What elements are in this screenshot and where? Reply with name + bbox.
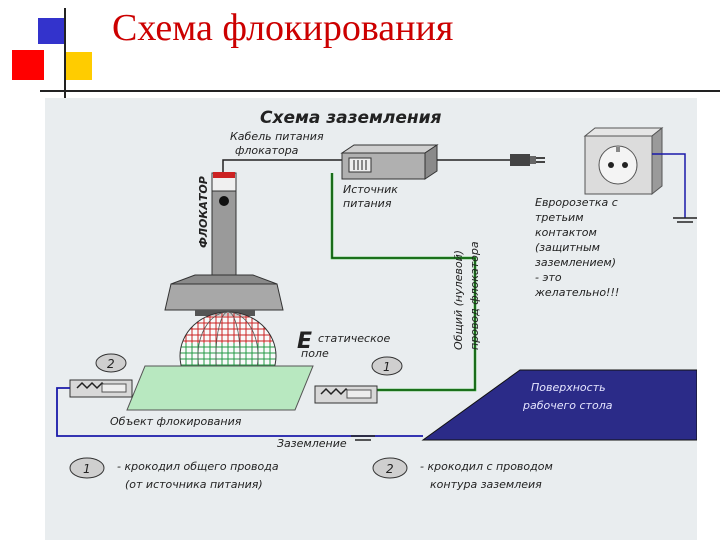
euro-socket-label-line-5: заземлением) xyxy=(535,256,616,269)
deco-vertical-line xyxy=(64,8,66,98)
flocker-device xyxy=(164,172,284,316)
surface-label-line-1: Поверхность xyxy=(531,381,606,394)
euro-socket-label-line-7: желательно!!! xyxy=(534,286,619,299)
euro-socket-label-line-6: - это xyxy=(535,271,562,284)
socket-ground-symbol xyxy=(673,217,697,223)
euro-socket-label-line-2: третьим xyxy=(535,211,584,224)
clip-1-number: 1 xyxy=(383,360,391,374)
socket-ground-wire xyxy=(652,153,686,218)
plug-icon xyxy=(510,154,545,166)
grounding-diagram: Схема заземления Кабель питания флокатор… xyxy=(56,108,697,491)
slide-title: Схема флокирования xyxy=(112,7,454,49)
clip-2-number: 2 xyxy=(107,357,115,371)
legend-1-badge xyxy=(69,457,105,479)
flocker-label: ФЛОКАТОР xyxy=(197,176,210,248)
ground-wire xyxy=(56,387,363,437)
power-cable xyxy=(222,159,350,173)
power-source-label-line-2: питания xyxy=(343,197,392,210)
svg-text:Кабель питания флокатора: Кабель питания флокатора xyxy=(230,130,327,157)
power-source xyxy=(340,144,439,180)
euro-socket-label-line-1: Евророзетка с xyxy=(535,196,618,209)
diagram-panel: Схема заземления Кабель питания флокатор… xyxy=(45,98,697,540)
deco-yellow-square xyxy=(66,52,92,80)
deco-red-square xyxy=(12,50,44,80)
object-plate xyxy=(126,365,314,411)
field-symbol: E xyxy=(297,329,312,354)
euro-socket xyxy=(583,126,664,196)
field-label-line-1: статическое xyxy=(318,332,390,345)
clip-2-badge xyxy=(95,353,127,373)
cable-label-line-1: Кабель питания xyxy=(230,130,324,143)
legend-2-text-line-2: контура заземлеия xyxy=(430,478,542,491)
svg-text:- крокодил общего провода: - крокодил общего провода (от источника … xyxy=(117,460,282,491)
diagram-heading: Схема заземления xyxy=(260,108,442,128)
legend-1-text-line-1: - крокодил общего провода xyxy=(117,460,279,473)
svg-text:Источник питания: Источник питания xyxy=(343,183,401,210)
svg-text:статическое поле: статическое поле xyxy=(301,332,394,360)
legend-1-number: 1 xyxy=(83,462,91,476)
common-wire-label-line-2: провод флокатора xyxy=(468,241,481,350)
field-label-line-2: поле xyxy=(301,347,329,360)
legend-2-number: 2 xyxy=(386,462,394,476)
clip-2 xyxy=(69,379,133,398)
common-wire-label-line-1: Общий (нулевой) xyxy=(452,250,465,350)
svg-text:- крокодил с проводом конт: - крокодил с проводом контура заземлеия xyxy=(420,460,556,491)
legend-1-text-line-2: (от источника питания) xyxy=(125,478,263,491)
table-surface xyxy=(421,369,697,441)
surface-label-line-2: рабочего стола xyxy=(522,399,613,412)
clip-1 xyxy=(314,385,378,404)
legend-2-text-line-1: - крокодил с проводом xyxy=(420,460,553,473)
deco-horizontal-line xyxy=(40,90,720,92)
ground-symbol xyxy=(351,435,375,441)
clip-1-badge xyxy=(371,356,403,376)
legend-2-badge xyxy=(372,457,408,479)
euro-socket-label-line-4: (защитным xyxy=(535,241,600,254)
svg-text:Евророзетка с третьим: Евророзетка с третьим контактом (защитны… xyxy=(534,196,621,299)
svg-text:Поверхность рабочего стола: Поверхность рабочего стола xyxy=(522,381,613,412)
svg-text:Общий (нулевой) провод фло: Общий (нулевой) провод флокатора xyxy=(452,241,481,350)
power-source-label-line-1: Источник xyxy=(343,183,398,196)
grounding-label: Заземление xyxy=(277,437,347,450)
deco-blue-square xyxy=(38,18,66,44)
object-label: Объект флокирования xyxy=(110,415,242,428)
cable-label-line-2: флокатора xyxy=(235,144,299,157)
euro-socket-label-line-3: контактом xyxy=(535,226,597,239)
